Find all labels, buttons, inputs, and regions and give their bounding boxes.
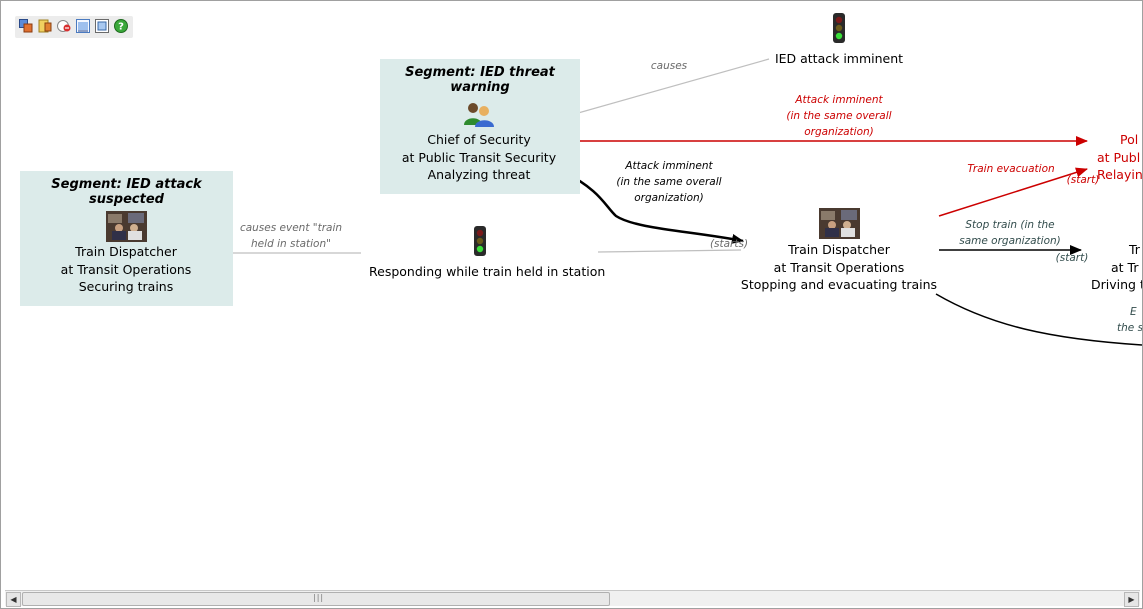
scroll-right-button[interactable]: ▶ (1124, 592, 1139, 607)
segment-ied-attack-suspected[interactable]: Segment: IED attack suspected (20, 171, 233, 306)
node-role: Chief of Security (427, 132, 531, 147)
node-activity: Driving t (1091, 277, 1142, 292)
node-dispatcher-stopping[interactable]: Train Dispatcher at Transit Operations S… (729, 241, 949, 294)
edge-label-start-red: (start) (1066, 174, 1100, 186)
edge-label-causes-event: causes event "train held in station" (231, 220, 351, 252)
traffic-light-icon (474, 226, 486, 256)
label-line: (in the same overall (786, 110, 892, 122)
edge-label-starts: (starts) (709, 238, 749, 250)
scroll-left-button[interactable]: ◀ (6, 592, 21, 607)
photo-icon (819, 208, 860, 239)
traffic-light-icon (833, 13, 845, 43)
fit-view-icon[interactable] (95, 19, 109, 33)
label-line: held in station" (251, 238, 331, 250)
label-line: Attack imminent (625, 160, 713, 172)
node-activity: Securing trains (78, 279, 174, 294)
node-chief-security[interactable]: Chief of Security at Public Transit Secu… (379, 131, 579, 184)
edge-train-evacuation[interactable] (938, 167, 1088, 217)
people-icon (464, 103, 494, 127)
edge-starts[interactable] (597, 249, 742, 253)
node-police-partial[interactable]: Pol at Publ Relayin (1097, 131, 1142, 184)
label-line: causes event "train (239, 222, 343, 234)
node-activity: Stopping and evacuating trains (740, 277, 938, 292)
edge-label-start-black: (start) (1055, 252, 1089, 264)
edge-label-train-evacuation: Train evacuation (967, 163, 1055, 175)
label-line: organization) (804, 126, 874, 138)
node-role: Train Dispatcher (75, 244, 177, 259)
edge-label-stop-train: Stop train (in the same organization) (953, 217, 1067, 249)
node-org: at Transit Operations (773, 259, 905, 275)
bookmark-icon[interactable] (38, 19, 52, 33)
label-line: E (1130, 306, 1137, 318)
chart-icon[interactable] (76, 19, 90, 33)
edge-label-causes: causes (650, 60, 688, 72)
horizontal-scrollbar[interactable]: ◀ ||| ▶ (5, 590, 1140, 607)
edge-causes[interactable] (563, 58, 770, 118)
node-train-driver-partial[interactable]: Tr at Tr Driving t (1091, 241, 1142, 294)
node-org: at Public Transit Security (401, 149, 557, 165)
edge-label-attack-imminent-black: Attack imminent (in the same overall org… (609, 158, 729, 206)
edge-label-bottom-partial: E the s (1113, 304, 1142, 336)
node-activity: IED attack imminent (774, 51, 904, 66)
label-line: Stop train (in the (965, 219, 1055, 231)
edge-label-attack-imminent-red: Attack imminent (in the same overall org… (779, 92, 899, 140)
node-ied-imminent[interactable]: IED attack imminent (759, 50, 919, 68)
node-org: at Publ (1097, 149, 1141, 165)
help-icon[interactable]: ? (114, 19, 128, 33)
node-activity: Analyzing threat (427, 167, 531, 182)
node-activity: Responding while train held in station (369, 264, 606, 279)
node-org: at Transit Operations (60, 261, 192, 277)
grip-icon: ||| (313, 593, 325, 602)
label-line: organization) (634, 192, 704, 204)
edge-bottom-partial[interactable] (935, 293, 1142, 346)
node-role: Train Dispatcher (788, 242, 890, 257)
label-line: (in the same overall (616, 176, 722, 188)
clock-icon[interactable] (57, 19, 71, 33)
segment-title: Segment: IED attack suspected (51, 177, 202, 207)
node-role: Tr (1129, 242, 1140, 257)
segment-title: Segment: IED threat warning (405, 65, 555, 95)
node-org: at Tr (1111, 259, 1139, 275)
layers-icon[interactable] (19, 19, 33, 33)
node-activity: Relayin (1097, 167, 1142, 182)
svg-text:?: ? (118, 22, 124, 33)
scroll-thumb[interactable]: ||| (22, 592, 610, 606)
edge-attack-imminent-black[interactable] (563, 170, 744, 244)
node-dispatcher-securing[interactable]: Train Dispatcher at Transit Operations S… (26, 243, 226, 296)
photo-icon (106, 211, 147, 242)
node-responding[interactable]: Responding while train held in station (369, 263, 606, 281)
label-line: the s (1117, 322, 1142, 334)
label-line: same organization) (959, 235, 1061, 247)
edges-layer (198, 58, 1142, 346)
node-role: Pol (1120, 132, 1139, 147)
diagram-toolbar: ? (15, 16, 133, 38)
label-line: Attack imminent (795, 94, 883, 106)
